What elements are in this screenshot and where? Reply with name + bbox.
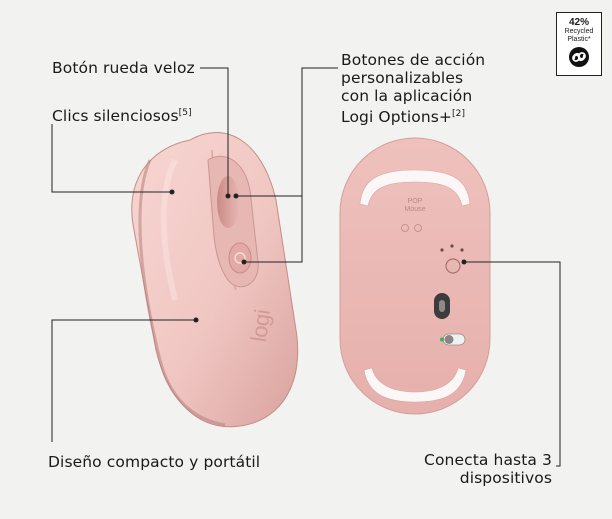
- scroll-wheel: [217, 176, 239, 228]
- label-compact-design: Diseño compacto y portátil: [48, 453, 261, 471]
- recycled-plastic-badge: 42% Recycled Plastic*: [556, 12, 602, 76]
- channel-dot-3: [460, 248, 464, 252]
- mouse-bottom-view: [339, 137, 491, 415]
- bottom-model-text: POP Mouse: [404, 198, 426, 213]
- label-connect-devices: Conecta hasta 3 dispositivos: [424, 451, 552, 487]
- logi-logo: logi: [246, 308, 276, 344]
- top-foot-pad: [359, 169, 471, 207]
- leader-custom-buttons: [244, 67, 338, 263]
- label-fast-wheel: Botón rueda veloz: [52, 59, 195, 77]
- bottom-foot-pad: [363, 367, 467, 403]
- label-custom-buttons: Botones de acción personalizables con la…: [341, 51, 486, 126]
- easy-switch-button: [445, 258, 461, 274]
- leader-silent-clicks: [51, 124, 172, 193]
- label-silent-clicks: Clics silenciosos[5]: [52, 107, 192, 125]
- leader-connect: [464, 261, 561, 467]
- channel-dot-2: [450, 244, 454, 248]
- channel-dot-1: [440, 248, 444, 252]
- action-button: [228, 242, 252, 274]
- leader-lines: [51, 67, 561, 467]
- bluetooth-mark-icon: [401, 224, 409, 232]
- leader-compact-design: [51, 319, 196, 442]
- mouse-top-view: [131, 132, 299, 428]
- leader-fast-wheel: [200, 67, 229, 196]
- certification-mark-icon: [414, 224, 422, 232]
- recycle-loop-icon: [569, 47, 589, 67]
